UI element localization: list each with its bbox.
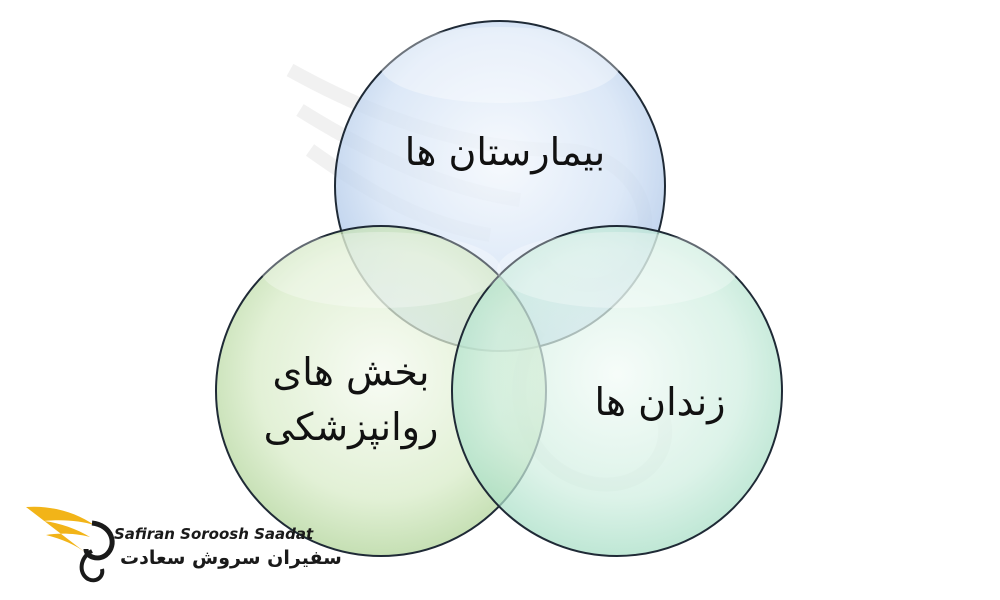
brand-logo: Safiran Soroosh Saadat سفیران سروش سعادت [22,495,342,585]
circle-prisons [451,225,783,557]
highlight-hospitals [380,27,620,103]
label-hospitals: بیمارستان ها [404,130,606,174]
brand-name-fa: سفیران سروش سعادت [120,547,342,569]
label-prisons: زندان ها [594,380,726,424]
label-psychiatric-wards: بخش های روانپزشکی [236,345,466,455]
brand-name-en: Safiran Soroosh Saadat [114,525,314,543]
label-psychiatric-wards-line2: روانپزشکی [263,405,439,450]
wing-icon [26,506,115,583]
highlight-prisons [497,232,737,308]
highlight-psychiatric-wards [261,232,501,308]
label-psychiatric-wards-line1: بخش های [272,350,430,394]
